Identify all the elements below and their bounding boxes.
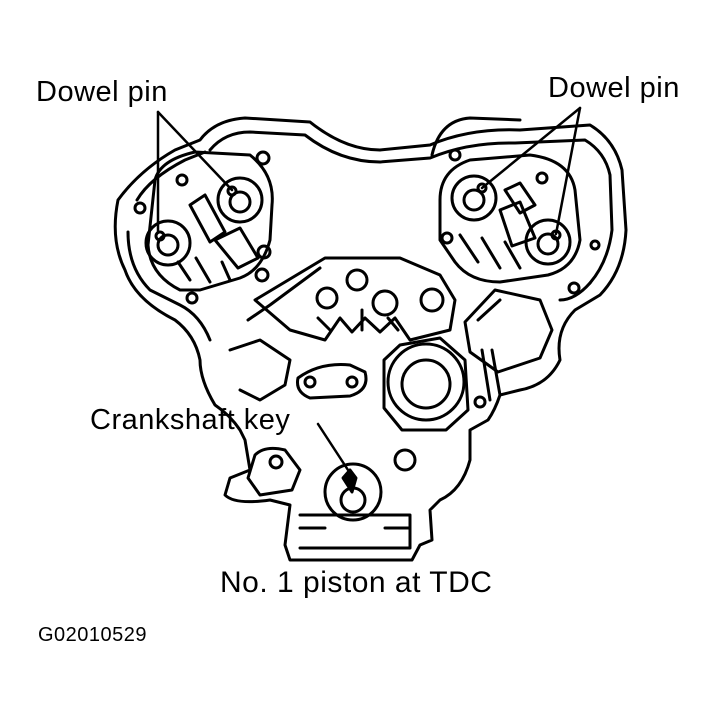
dowel-pin-left-label: Dowel pin	[36, 76, 168, 108]
right-cylinder-head	[440, 150, 599, 293]
crankshaft-key-label: Crankshaft key	[90, 404, 291, 436]
leader-dowel-right-b	[556, 108, 580, 234]
timing-tensioner	[230, 340, 415, 495]
center-valley	[248, 246, 455, 340]
water-pump-housing	[384, 290, 552, 430]
caption: No. 1 piston at TDC	[220, 566, 493, 599]
leader-dowel-right-a	[482, 108, 580, 188]
figure-id: G02010529	[38, 624, 148, 646]
leader-crankshaft-key	[318, 424, 348, 470]
engine-block-outline	[115, 118, 626, 560]
leader-lines	[158, 108, 580, 470]
leader-dowel-left-b	[158, 112, 232, 190]
crankshaft	[300, 464, 410, 548]
left-cylinder-head	[135, 152, 272, 303]
dowel-pin-right-label: Dowel pin	[548, 72, 680, 104]
